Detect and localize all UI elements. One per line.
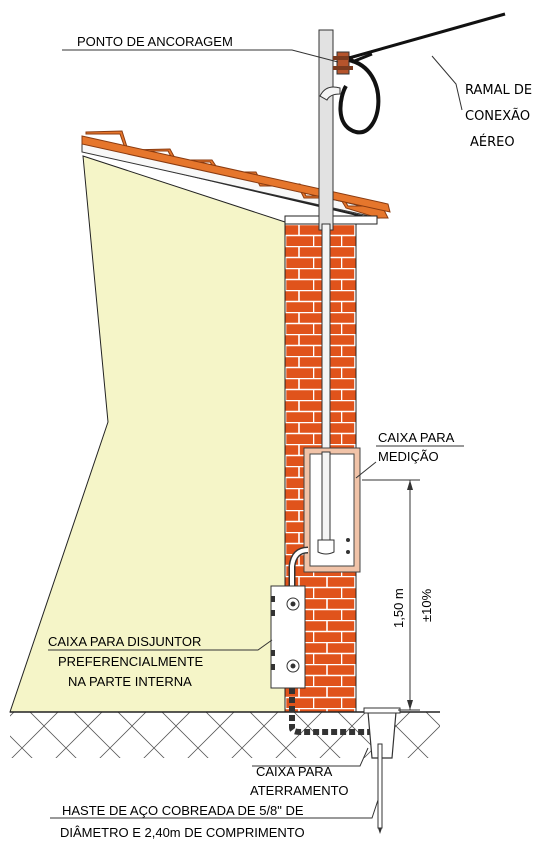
label-ground-box-2: ATERRAMENTO [250,783,348,798]
label-rod-1: HASTE DE AÇO COBREADA DE 5/8" DE [62,803,304,818]
leader-lines [48,49,464,819]
label-ground-box-1: CAIXA PARA [256,764,333,779]
grounding-rod [377,743,383,834]
house-wall [9,155,286,713]
label-aerial-2: CONEXÃO [465,108,530,124]
dimension-line [362,479,420,711]
dimension-height: 1,50 m [391,588,406,628]
meter-box [303,447,361,573]
aerial-service-drop [338,12,506,135]
label-aerial-1: RAMAL DE [465,83,532,98]
label-breaker-3: NA PARTE INTERNA [68,674,192,689]
breaker-box [270,585,306,689]
label-meter-box-1: CAIXA PARA [378,430,455,445]
grounding-conduit [289,688,372,735]
label-aerial-3: AÉREO [470,134,515,150]
label-breaker-1: CAIXA PARA DISJUNTOR [48,634,201,649]
label-meter-box-2: MEDIÇÃO [378,449,439,464]
dimension-tolerance: ±10% [419,588,434,622]
anchor-insulator [333,51,353,75]
label-anchor-point: PONTO DE ANCORAGEM [77,34,233,49]
label-breaker-2: PREFERENCIALMENTE [58,654,204,669]
label-rod-2: DIÂMETRO E 2,40m DE COMPRIMENTO [60,825,305,840]
mast [318,29,341,453]
grounding-box [363,707,401,759]
